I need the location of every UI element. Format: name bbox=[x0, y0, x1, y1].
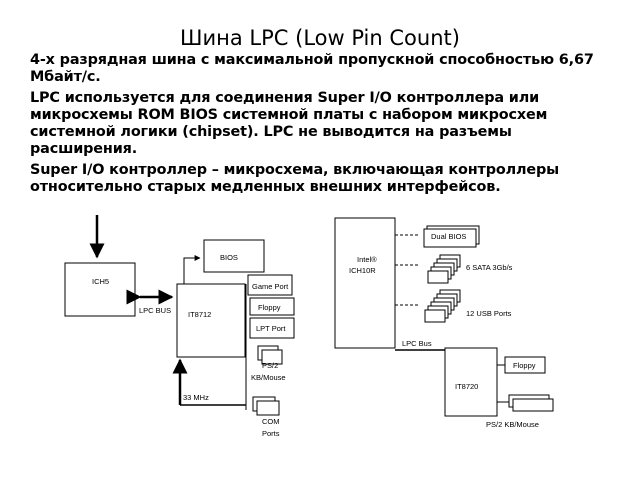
game-port-label: Game Port bbox=[252, 282, 289, 291]
it8720-label: IT8720 bbox=[455, 382, 478, 391]
bios-box bbox=[203, 239, 265, 273]
com-label: COM bbox=[262, 417, 280, 426]
clock-label: 33 MHz bbox=[183, 393, 209, 402]
ps2-box-2 bbox=[512, 398, 554, 412]
ich10r-box bbox=[334, 217, 396, 349]
floppy-label: Floppy bbox=[258, 303, 281, 312]
game-port-box bbox=[247, 274, 293, 296]
ports-label: Ports bbox=[262, 429, 280, 438]
it8720-box bbox=[444, 347, 498, 417]
intel-label: Intel® bbox=[357, 255, 377, 264]
ps2-box-2 bbox=[261, 349, 283, 365]
usb-label: 12 USB Ports bbox=[466, 309, 512, 318]
sata-label: 6 SATA 3Gb/s bbox=[466, 263, 513, 272]
floppy-label-right: Floppy bbox=[513, 361, 536, 370]
ps2-kb-mouse-label: PS/2 KB/Mouse bbox=[486, 420, 539, 429]
ich5-box bbox=[64, 262, 136, 317]
paragraph-super-io: Super I/O контроллер – микросхема, включ… bbox=[30, 162, 560, 195]
kb-mouse-label: KB/Mouse bbox=[251, 373, 286, 382]
floppy-box bbox=[249, 297, 295, 316]
lpt-port-label: LPT Port bbox=[256, 324, 286, 333]
bios-label: BIOS bbox=[220, 253, 238, 262]
it8712-box bbox=[176, 283, 246, 358]
ich10r-label: ICH10R bbox=[349, 266, 376, 275]
usb-box-6 bbox=[424, 309, 446, 323]
lpc-bus-label-right: LPC Bus bbox=[402, 339, 432, 348]
lpc-bus-label: LPC BUS bbox=[139, 306, 171, 315]
paragraph-lpc-usage: LPC используется для соединения Super I/… bbox=[30, 90, 548, 157]
com-box-2 bbox=[256, 400, 280, 416]
ich5-label: ICH5 bbox=[92, 277, 109, 286]
ps2-label: PS/2 bbox=[262, 361, 278, 370]
paragraph-bus-speed: 4-х разрядная шина с максимальной пропус… bbox=[30, 52, 594, 85]
bios-connector bbox=[183, 255, 201, 284]
dual-bios-label: Dual BIOS bbox=[431, 232, 466, 241]
it8712-label: IT8712 bbox=[188, 310, 211, 319]
lpt-port-box bbox=[249, 317, 295, 339]
page-title: Шина LPC (Low Pin Count) bbox=[180, 26, 460, 50]
sata-box-5 bbox=[427, 270, 449, 284]
